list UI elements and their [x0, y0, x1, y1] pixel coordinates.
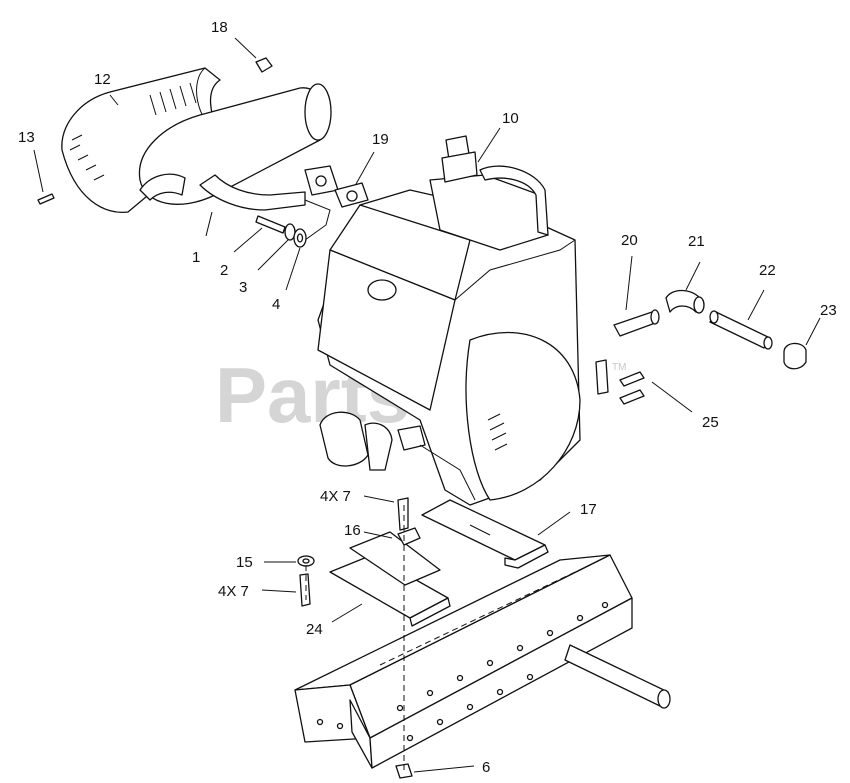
- bolt-upper: [397, 497, 409, 531]
- callout-12: 12: [94, 71, 111, 88]
- drain-nipple-20: [613, 309, 660, 337]
- callout-25: 25: [702, 414, 719, 431]
- screw-13: [37, 193, 55, 205]
- frame: [294, 554, 671, 769]
- washer-15: [297, 555, 315, 567]
- callout-19: 19: [372, 131, 389, 148]
- callout-16: 16: [344, 522, 361, 539]
- callout-6: 6: [482, 759, 490, 776]
- frame-holes: [316, 601, 609, 742]
- callout-10: 10: [502, 110, 519, 127]
- watermark-trademark: TM: [612, 362, 626, 373]
- bolt-washer-stack: [255, 215, 307, 248]
- callout-21: 21: [688, 233, 705, 250]
- callout-qty-lower: 4X 7: [218, 583, 249, 600]
- callout-18: 18: [211, 19, 228, 36]
- callout-15: 15: [236, 554, 253, 571]
- nut-6: [395, 763, 413, 779]
- callout-4: 4: [272, 296, 280, 313]
- callout-3: 3: [239, 279, 247, 296]
- callout-22: 22: [759, 262, 776, 279]
- bolts-25: [595, 359, 645, 405]
- callout-24: 24: [306, 621, 323, 638]
- mount-plate-17: [421, 499, 549, 569]
- exhaust-gasket: [304, 165, 369, 241]
- nut-18: [255, 57, 273, 73]
- elbow-21: [665, 289, 705, 314]
- cap-23: [783, 342, 807, 370]
- callout-qty-upper: 4X 7: [320, 488, 351, 505]
- leader-lines: [33, 37, 821, 773]
- callout-23: 23: [820, 302, 837, 319]
- callout-17: 17: [580, 501, 597, 518]
- callout-2: 2: [220, 262, 228, 279]
- bolt-lower: [299, 573, 311, 607]
- engine: [317, 135, 581, 506]
- callout-20: 20: [621, 232, 638, 249]
- callout-1: 1: [192, 249, 200, 266]
- muffler: [138, 83, 332, 211]
- callout-13: 13: [18, 129, 35, 146]
- pipe-22: [709, 310, 773, 350]
- mount-plate-24: [329, 531, 451, 627]
